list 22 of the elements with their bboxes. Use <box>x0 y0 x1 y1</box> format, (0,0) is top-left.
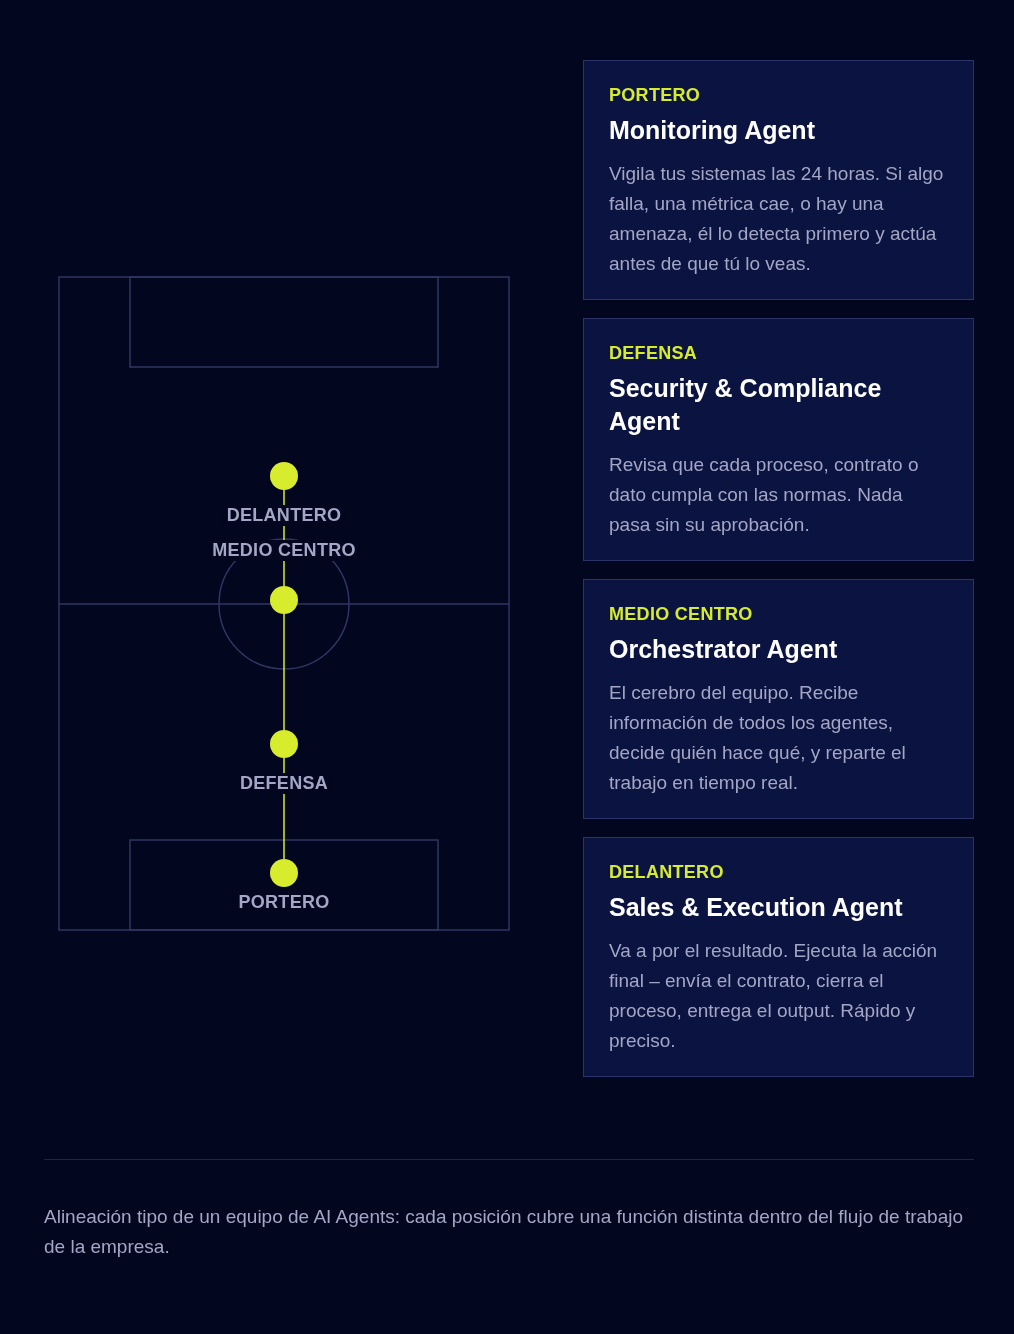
caption: Alineación tipo de un equipo de AI Agents: cada posición cubre una función distinta dentro del flujo de trabajo de la empresa. <box>44 1205 964 1259</box>
player-dot <box>270 859 298 887</box>
card-title: Orchestrator Agent <box>609 634 839 665</box>
position-label: DELANTERO <box>609 862 725 883</box>
agent-card <box>583 579 974 819</box>
card-title: Security & Compliance Agent <box>609 373 883 437</box>
card-description: Vigila tus sistemas las 24 horas. Si algo falla, una métrica cae, o hay una amenaza, él lo detecta primero y actúa antes de que tú lo veas. <box>609 162 945 276</box>
card-title: Monitoring Agent <box>609 115 816 146</box>
card-title: Sales & Execution Agent <box>609 892 904 923</box>
agent-card <box>583 60 974 300</box>
connector-line <box>283 613 285 731</box>
card-description: El cerebro del equipo. Recibe información de todos los agentes, decide quién hace qué, y reparte el trabajo en tiempo real. <box>609 681 907 795</box>
card-description: Va a por el resultado. Ejecuta la acción final – envía el contrato, cierra el proceso, entrega el output. Rápido y preciso. <box>609 939 939 1053</box>
agent-card <box>583 837 974 1077</box>
position-label: PORTERO <box>609 85 702 106</box>
position-label: MEDIO CENTRO <box>609 604 754 625</box>
agent-card <box>583 318 974 561</box>
player-dot <box>270 586 298 614</box>
card-description: Revisa que cada proceso, contrato o dato cumpla con las normas. Nada pasa sin su aprobación. <box>609 453 920 537</box>
position-label: DEFENSA <box>609 343 699 364</box>
player-dot <box>270 730 298 758</box>
player-dot <box>270 462 298 490</box>
